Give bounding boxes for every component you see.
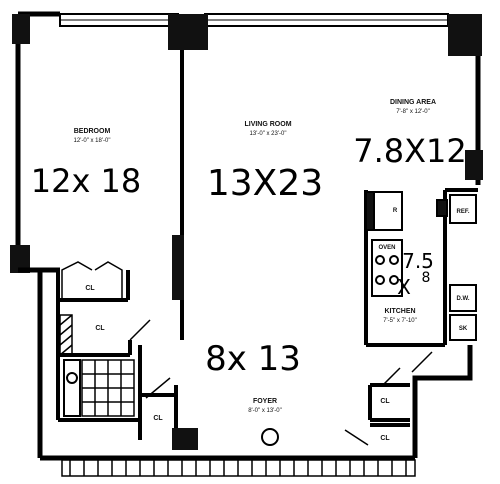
handwritten-kitchen-length: 8 bbox=[422, 270, 431, 286]
closet-label-1: CL bbox=[85, 285, 95, 292]
top-window-band bbox=[59, 13, 449, 27]
handwritten-kitchen-x: X bbox=[397, 275, 411, 299]
living-room-label: LIVING ROOM bbox=[244, 121, 291, 128]
bedroom-label: BEDROOM bbox=[74, 128, 111, 135]
living-room-dimensions: 13'-0" x 23'-0" bbox=[250, 131, 287, 137]
oven-label: OVEN bbox=[378, 245, 395, 251]
bathroom-tile bbox=[81, 359, 135, 417]
entry-marker bbox=[261, 428, 279, 446]
exterior-walls bbox=[10, 11, 483, 461]
handwritten-foyer: 8x 13 bbox=[205, 339, 301, 379]
refrigerator2-label: REF. bbox=[456, 209, 469, 215]
dining-area-dimensions: 7'-8" x 12'-0" bbox=[396, 109, 430, 115]
foyer-label: FOYER bbox=[253, 398, 277, 405]
handwritten-bedroom: 12x 18 bbox=[31, 162, 142, 200]
dining-area-label: DINING AREA bbox=[390, 99, 436, 106]
bottom-hatch-lines bbox=[69, 460, 407, 476]
bedroom-dimensions: 12'-0" x 18'-0" bbox=[74, 138, 111, 144]
foyer-dimensions: 8'-0" x 13'-0" bbox=[248, 408, 282, 414]
left-side-hatch bbox=[59, 314, 73, 356]
dishwasher-label: D.W. bbox=[457, 296, 470, 302]
bathtub bbox=[63, 359, 81, 417]
handwritten-living-room: 13X23 bbox=[207, 163, 323, 204]
kitchen-appliances bbox=[365, 191, 477, 341]
door-swings bbox=[61, 261, 433, 446]
sink-label: SK bbox=[459, 326, 468, 332]
refrigerator-label: R bbox=[393, 208, 398, 214]
handwritten-kitchen-width: 7.5 bbox=[402, 249, 434, 273]
closet-label-2: CL bbox=[95, 325, 105, 332]
interior-walls bbox=[56, 50, 478, 450]
handwritten-dining: 7.8X12 bbox=[353, 132, 467, 170]
closet-label-3: CL bbox=[153, 415, 163, 422]
closet-label-4: CL bbox=[380, 398, 390, 405]
kitchen-dimensions: 7'-5" x 7'-10" bbox=[383, 318, 417, 324]
closet-label-5: CL bbox=[380, 435, 390, 442]
kitchen-label: KITCHEN bbox=[384, 308, 415, 315]
